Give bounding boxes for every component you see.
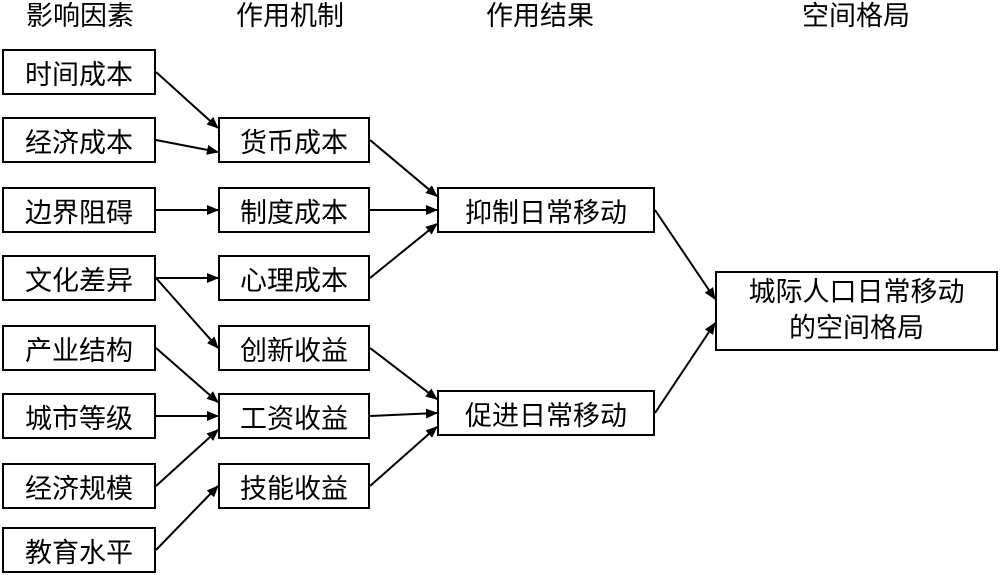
- factor-industrial-structure: 产业结构: [2, 325, 156, 371]
- arrow-factor-0-to-mech-0: [155, 71, 219, 129]
- factor-border-barrier: 边界阻碍: [2, 187, 156, 233]
- factor-time-cost: 时间成本: [2, 49, 156, 95]
- arrow-factor-7-to-mech-5: [155, 485, 219, 551]
- arrow-mech-4-to-result-1: [369, 408, 438, 419]
- result-promote-mobility: 促进日常移动: [437, 390, 655, 436]
- header-factors: 影响因素: [26, 1, 134, 32]
- result-inhibit-mobility: 抑制日常移动: [437, 187, 655, 233]
- mechanism-monetary-cost: 货币成本: [218, 117, 370, 163]
- arrow-factor-6-to-mech-4: [155, 429, 219, 487]
- arrow-result-1-to-pattern: [654, 322, 716, 414]
- mechanism-innovation-benefit: 创新收益: [218, 325, 370, 371]
- arrow-mech-0-to-result-0: [369, 139, 438, 197]
- arrow-result-0-to-pattern: [654, 209, 716, 300]
- mechanism-skill-benefit: 技能收益: [218, 463, 370, 509]
- arrow-factor-1-to-mech-0: [155, 139, 219, 155]
- arrow-factor-3-to-mech-3: [155, 277, 219, 349]
- spatial-pattern-line2: 的空间格局: [789, 313, 924, 344]
- header-mechanism: 作用机制: [236, 1, 344, 32]
- factor-cultural-difference: 文化差异: [2, 255, 156, 301]
- arrow-mech-3-to-result-1: [369, 347, 438, 400]
- spatial-pattern-line1: 城际人口日常移动: [748, 277, 965, 308]
- mechanism-psychological-cost: 心理成本: [218, 255, 370, 301]
- arrow-mech-5-to-result-1: [369, 426, 438, 487]
- mechanism-institutional-cost: 制度成本: [218, 187, 370, 233]
- factor-city-level: 城市等级: [2, 393, 156, 439]
- header-pattern: 空间格局: [802, 1, 910, 32]
- factor-economic-cost: 经济成本: [2, 117, 156, 163]
- arrow-mech-2-to-result-0: [369, 223, 438, 279]
- spatial-pattern-box: 城际人口日常移动 的空间格局: [715, 271, 998, 351]
- factor-economic-scale: 经济规模: [2, 463, 156, 509]
- header-result: 作用结果: [486, 1, 594, 32]
- mechanism-wage-benefit: 工资收益: [218, 393, 370, 439]
- factor-education-level: 教育水平: [2, 527, 156, 573]
- arrow-factor-4-to-mech-4: [155, 347, 219, 403]
